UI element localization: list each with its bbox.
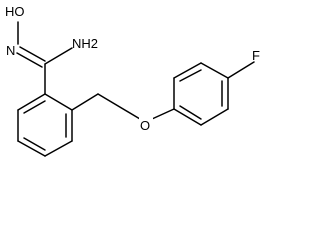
bond-c-f xyxy=(227,61,255,79)
bond-c-nh2 xyxy=(44,47,73,65)
bond-o-ring xyxy=(151,108,175,120)
fluorine-label: F xyxy=(252,48,260,63)
benzene-ring-right xyxy=(173,62,229,126)
amine-label: NH2 xyxy=(72,36,98,51)
molecule-structure: HO N NH2 O F xyxy=(5,4,260,157)
oxime-nitrogen-label: N xyxy=(6,43,15,58)
ether-oxygen-label: O xyxy=(140,118,150,133)
bond-n-c-double xyxy=(16,46,46,68)
bond-ch2-o xyxy=(97,93,141,120)
hydroxyl-label: HO xyxy=(5,4,25,19)
bond-ring-ch2 xyxy=(71,93,99,111)
benzene-ring-left xyxy=(17,93,73,157)
